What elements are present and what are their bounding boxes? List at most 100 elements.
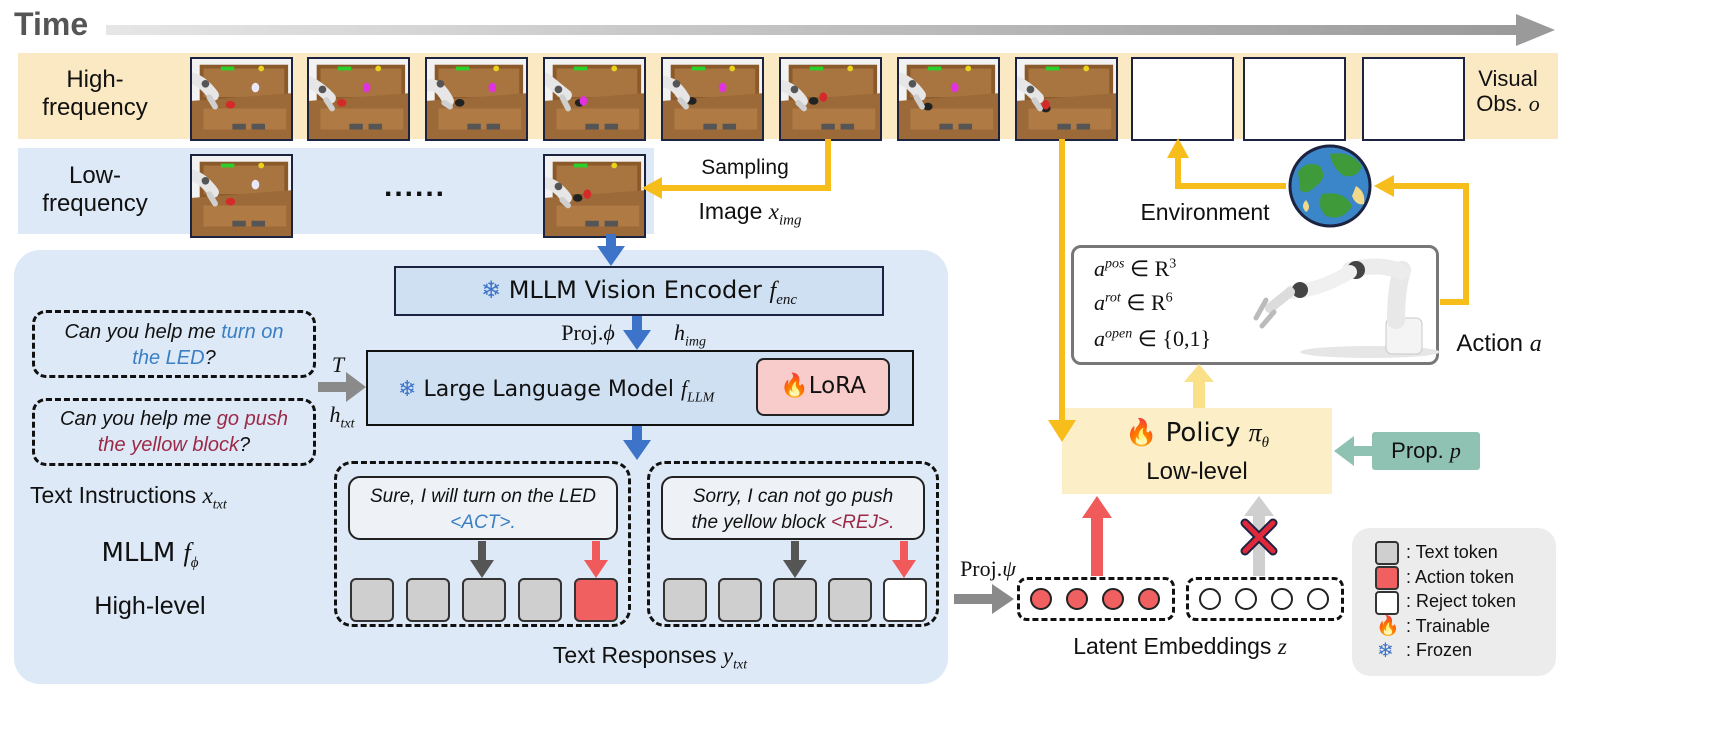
lora-text: LoRA bbox=[808, 373, 866, 399]
grey-down-arrow-head bbox=[470, 560, 494, 578]
grey-down-arrow-head bbox=[783, 560, 807, 578]
visual-obs-line2: Obs. bbox=[1476, 91, 1523, 117]
action-open-a: a bbox=[1094, 326, 1105, 351]
prop-arrow-head bbox=[1334, 436, 1354, 466]
robot-arm-icon bbox=[1253, 258, 1440, 358]
legend-label-frozen: : Frozen bbox=[1406, 640, 1473, 660]
obs-to-policy-arrow-head bbox=[1048, 420, 1076, 442]
action-pos-set: ∈ R bbox=[1129, 256, 1170, 281]
time-arrow-shaft bbox=[106, 25, 1524, 35]
sampling-label: Sampling bbox=[701, 156, 789, 179]
empty-frame bbox=[1362, 57, 1465, 141]
action-rot-set: ∈ R bbox=[1126, 290, 1166, 315]
empty-frame bbox=[1131, 57, 1234, 141]
text-instructions-symbol: x bbox=[202, 483, 213, 508]
latent-reject-dot bbox=[1307, 588, 1329, 610]
blue-arrow-head bbox=[623, 440, 651, 460]
red-down-arrow-head bbox=[892, 560, 916, 578]
image-subscript: img bbox=[779, 212, 802, 229]
action-rot: arot ∈ R6 bbox=[1094, 290, 1274, 315]
red-up-arrow-head bbox=[1082, 496, 1112, 518]
low-frequency-label-line2: frequency bbox=[42, 189, 148, 217]
grey-arrow-head bbox=[346, 372, 366, 402]
prop-text: Prop. bbox=[1391, 438, 1444, 463]
text-token bbox=[462, 578, 506, 622]
legend-label-reject: : Reject token bbox=[1406, 591, 1517, 611]
blue-arrow-head bbox=[623, 330, 651, 350]
red-down-arrow-head bbox=[584, 560, 608, 578]
response-2-line-1: Sorry, I can not go push bbox=[692, 486, 894, 507]
blue-arrow-shaft bbox=[606, 234, 616, 248]
policy-title: 🔥 Policy πθ bbox=[1062, 418, 1332, 452]
reject-token bbox=[883, 578, 927, 622]
proj-phi-text: Proj. bbox=[561, 320, 604, 345]
latent-action-dot bbox=[1138, 588, 1160, 610]
text-responses-text: Text Responses bbox=[552, 642, 717, 668]
instruction-1-post: ? bbox=[204, 347, 216, 369]
grey-down-arrow bbox=[791, 541, 799, 563]
mllm-f-label: MLLM fϕ bbox=[60, 538, 240, 572]
text-token bbox=[773, 578, 817, 622]
high-frequency-frame bbox=[543, 57, 646, 141]
fire-icon: 🔥 bbox=[780, 373, 809, 399]
legend-action-token bbox=[1375, 566, 1399, 590]
action-box bbox=[1071, 245, 1439, 365]
mllm-label-text: MLLM bbox=[101, 538, 176, 568]
sampling-arrow bbox=[660, 139, 831, 191]
legend-reject-token bbox=[1375, 591, 1399, 615]
instruction-2: Can you help me go push the yellow block… bbox=[36, 406, 312, 458]
lora-box bbox=[756, 358, 890, 416]
action-pos-a: a bbox=[1094, 256, 1105, 281]
proj-psi-arrow bbox=[954, 594, 994, 604]
h-img-sub: img bbox=[685, 334, 706, 350]
globe-icon bbox=[1288, 144, 1372, 228]
snowflake-icon: ❄ bbox=[398, 377, 417, 402]
h-txt-sub: txt bbox=[340, 416, 355, 432]
image-label-text: Image bbox=[698, 198, 763, 224]
text-token bbox=[406, 578, 450, 622]
action-pos-dim: 3 bbox=[1169, 256, 1177, 272]
policy-symbol: π bbox=[1248, 418, 1262, 447]
low-frequency-frame bbox=[543, 154, 646, 238]
action-rot-sup: rot bbox=[1105, 290, 1121, 306]
text-token bbox=[828, 578, 872, 622]
action-open: aopen ∈ {0,1} bbox=[1094, 326, 1274, 351]
prop-box bbox=[1372, 432, 1480, 470]
latent-embeddings-caption: Latent Embeddings z bbox=[1040, 633, 1320, 660]
red-down-arrow bbox=[592, 541, 600, 563]
text-token bbox=[718, 578, 762, 622]
latent-action-dot bbox=[1030, 588, 1052, 610]
legend-snowflake-icon: ❄ bbox=[1377, 638, 1394, 662]
vision-encoder-text: MLLM Vision Encoder bbox=[508, 276, 762, 304]
policy-to-action-arrow bbox=[1193, 380, 1205, 408]
latent-embeddings-text: Latent Embeddings bbox=[1073, 633, 1272, 659]
high-frequency-frame bbox=[897, 57, 1000, 141]
instruction-box-2 bbox=[32, 398, 316, 466]
prop-arrow bbox=[1352, 446, 1374, 456]
high-frequency-frame bbox=[779, 57, 882, 141]
vision-encoder-sub: enc bbox=[776, 291, 798, 308]
red-up-arrow bbox=[1091, 516, 1103, 576]
grey-arrow-shaft bbox=[318, 382, 348, 392]
image-label: Image ximg bbox=[680, 198, 820, 230]
image-symbol: x bbox=[768, 199, 780, 224]
llm-text: Large Language Model bbox=[423, 377, 674, 402]
text-instructions-text: Text Instructions bbox=[30, 482, 197, 508]
instruction-box-1 bbox=[32, 310, 316, 378]
low-frequency-ellipsis: ...... bbox=[383, 170, 446, 203]
action-rot-dim: 6 bbox=[1165, 290, 1173, 306]
blue-arrow-shaft bbox=[632, 426, 642, 442]
red-down-arrow bbox=[900, 541, 908, 563]
response-2-line-2: the yellow block bbox=[691, 511, 832, 533]
cross-icon bbox=[1240, 518, 1278, 556]
proj-psi-label: Proj.ψ bbox=[948, 556, 1028, 581]
response-1-tag: <ACT>. bbox=[450, 511, 516, 533]
action-token bbox=[574, 578, 618, 622]
mllm-label-sub: ϕ bbox=[190, 555, 199, 572]
lora-label: 🔥LoRA bbox=[756, 373, 890, 399]
low-frequency-label: Low- frequency bbox=[30, 162, 160, 217]
policy-to-action-arrow-head bbox=[1184, 364, 1214, 382]
action-open-set: ∈ {0,1} bbox=[1137, 326, 1212, 351]
fire-icon: 🔥 bbox=[1124, 418, 1158, 448]
visual-obs-line1: Visual bbox=[1478, 66, 1538, 91]
